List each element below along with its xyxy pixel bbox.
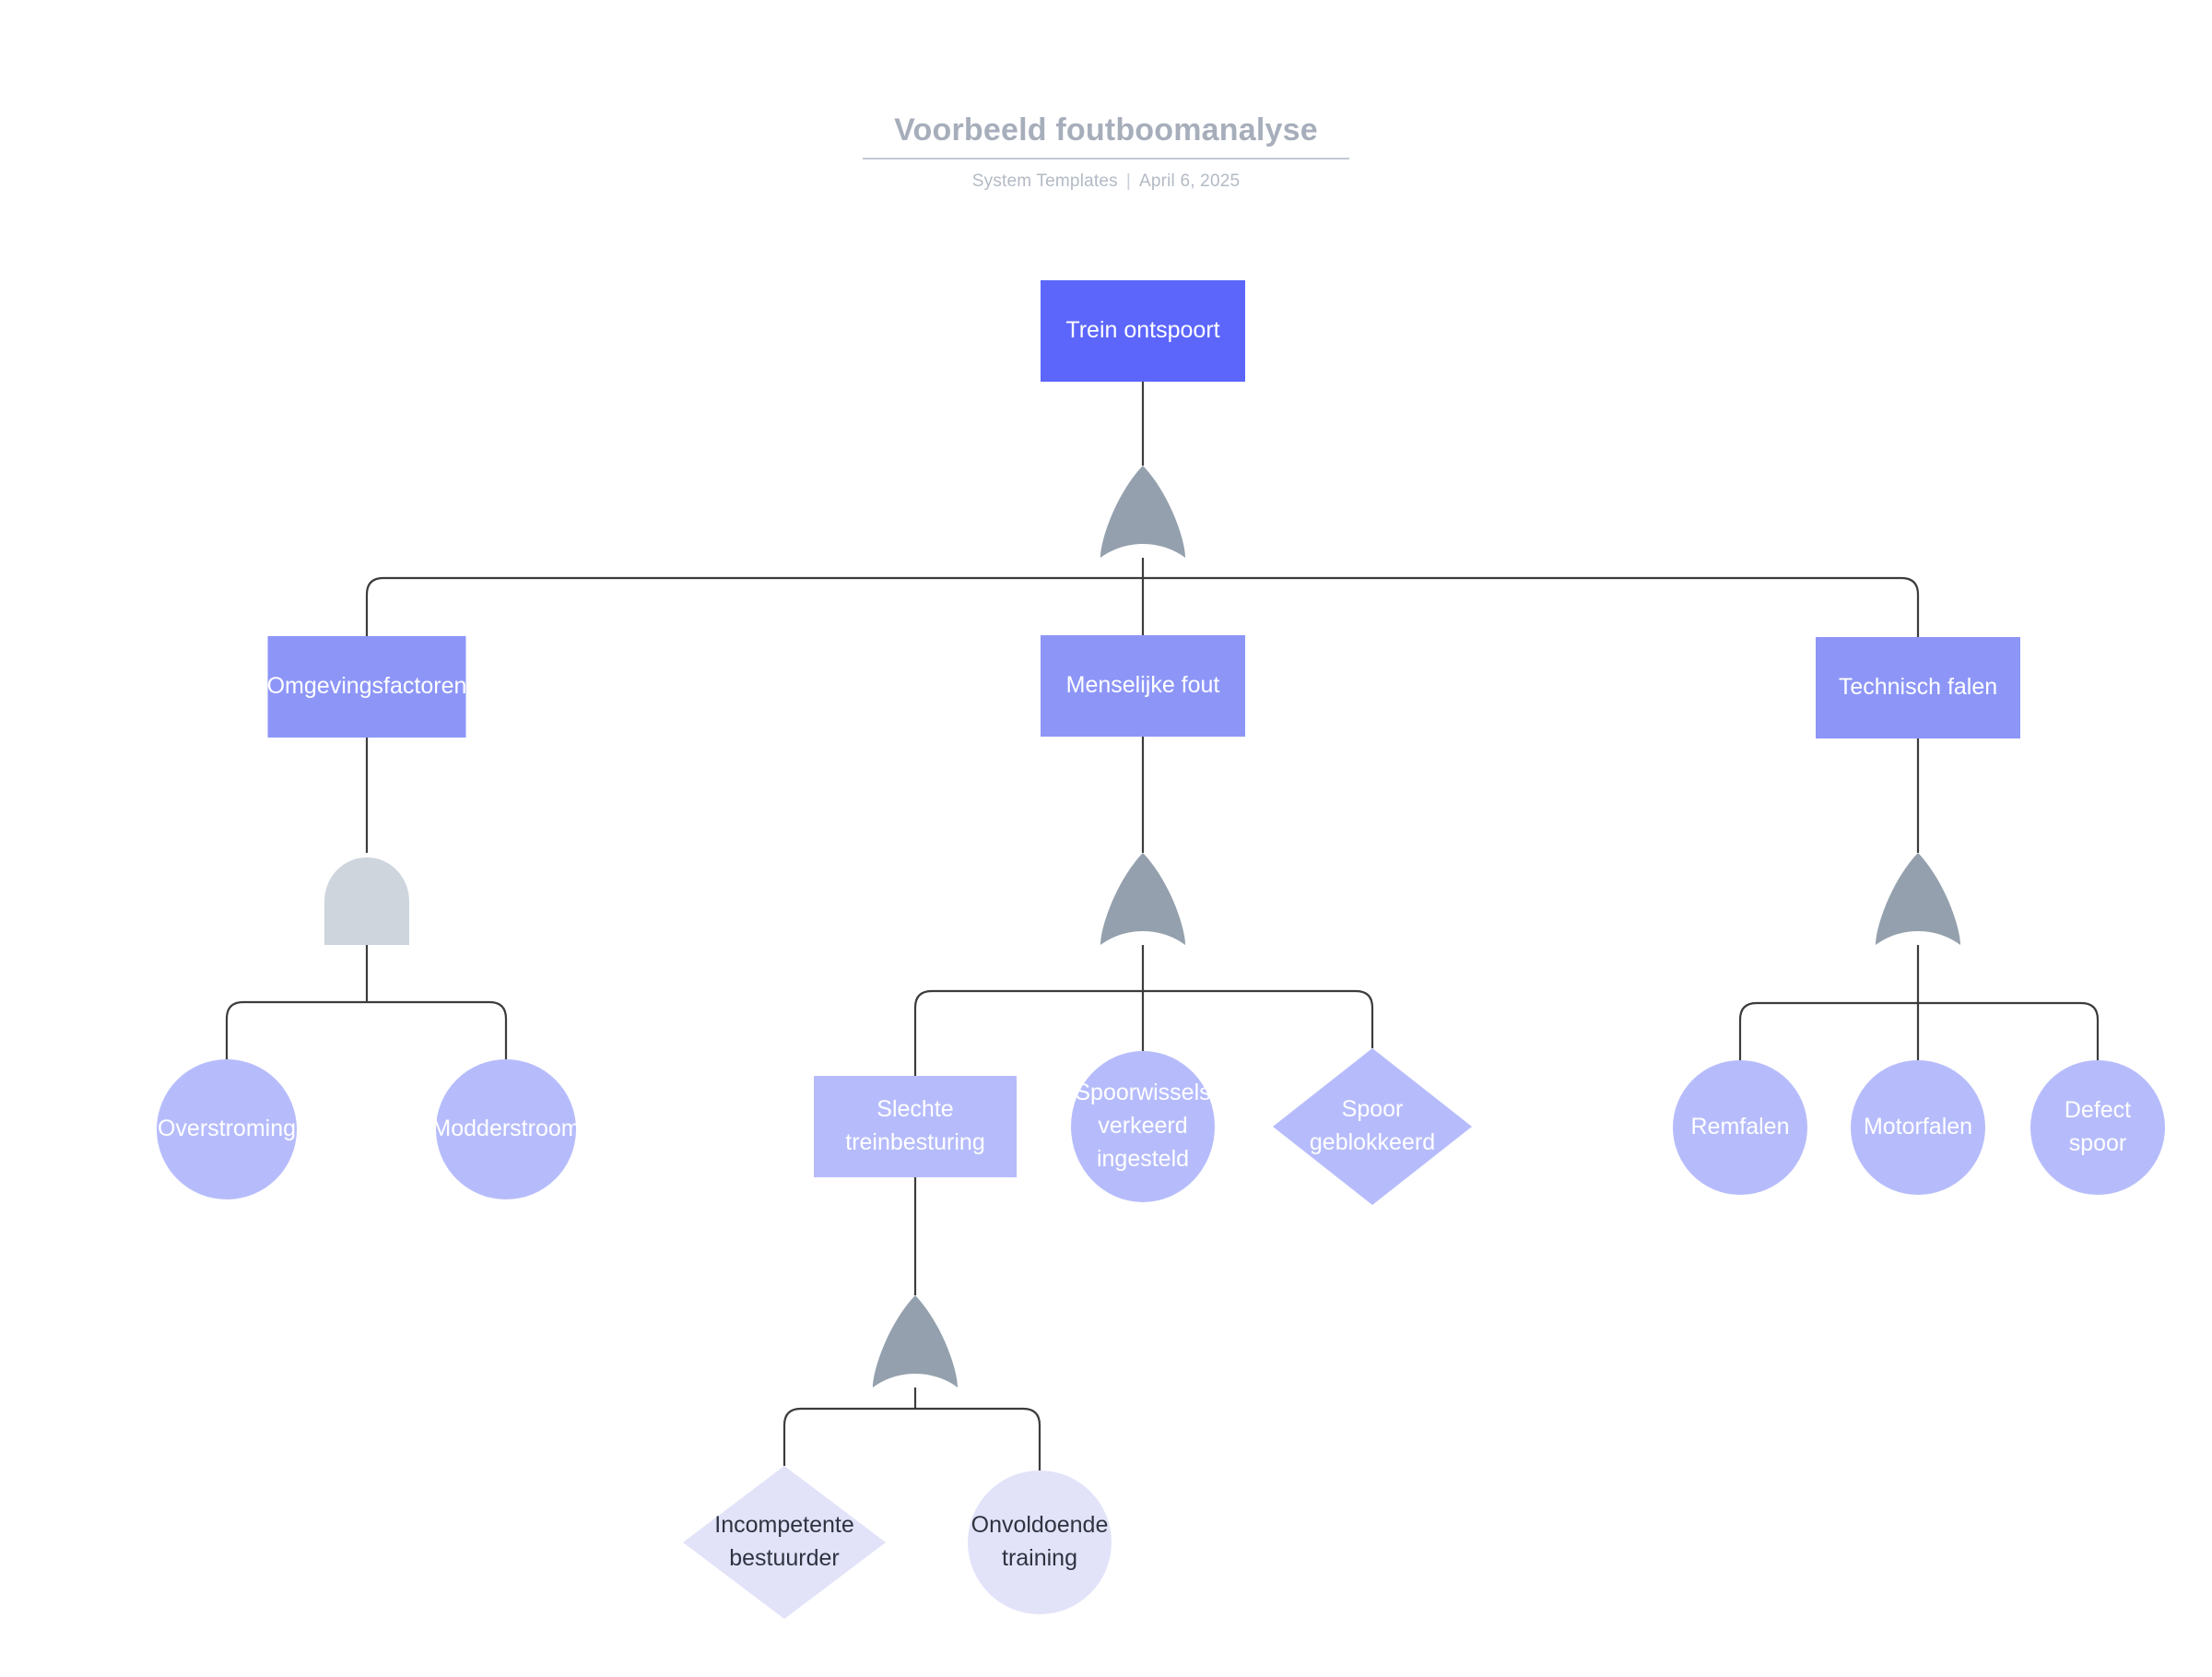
edge-gate-bad-to-training xyxy=(915,1407,1041,1470)
node-label: Omgevingsfactoren xyxy=(267,673,467,699)
node-motorfalen[interactable]: Motorfalen xyxy=(1851,1060,1985,1195)
edge-gate-tech-to-brake xyxy=(1738,1001,1918,1060)
and-gate-env[interactable] xyxy=(324,857,409,945)
node-shape-ellipse xyxy=(1071,1051,1215,1202)
node-overstroming[interactable]: Overstroming xyxy=(157,1059,297,1199)
node-label: Motorfalen xyxy=(1864,1114,1972,1140)
node-shape-circle xyxy=(436,1059,576,1199)
or-gate-tech[interactable] xyxy=(1876,853,1960,945)
node-label: Menselijke fout xyxy=(1066,672,1220,698)
node-label: Overstroming xyxy=(158,1116,296,1141)
node-shape-rect xyxy=(267,636,466,738)
node-label: Modderstroom xyxy=(431,1116,580,1141)
edge-gate-env-to-mudslide xyxy=(367,1000,508,1059)
node-technisch-falen[interactable]: Technisch falen xyxy=(1816,637,2020,738)
node-shape-circle xyxy=(1851,1060,1985,1195)
node-shape-rect xyxy=(1041,635,1245,737)
edges-layer xyxy=(225,382,2100,1470)
node-shape-diamond xyxy=(683,1466,886,1619)
node-shape-rect xyxy=(814,1076,1017,1177)
edge-gate-root-to-tech xyxy=(1143,576,1920,637)
edge-gate-human-to-badcontrol xyxy=(913,989,1143,1076)
node-label: Trein ontspoort xyxy=(1065,317,1219,343)
or-gate-human[interactable] xyxy=(1100,853,1185,945)
node-trein-ontspoort[interactable]: Trein ontspoort xyxy=(1041,280,1245,382)
edge-gate-env-to-flood xyxy=(225,1000,367,1059)
or-gate-root[interactable] xyxy=(1100,466,1185,558)
gates-layer xyxy=(324,466,1960,1388)
node-shape-rect xyxy=(1816,637,2020,738)
node-label: Remfalen xyxy=(1691,1114,1790,1140)
node-remfalen[interactable]: Remfalen xyxy=(1673,1060,1807,1195)
node-menselijke-fout[interactable]: Menselijke fout xyxy=(1041,635,1245,737)
node-label: Technisch falen xyxy=(1839,674,1997,700)
node-shape-rect xyxy=(1041,280,1245,382)
edge-gate-tech-to-track xyxy=(1918,1001,2100,1060)
edge-gate-human-to-blocked xyxy=(1143,989,1374,1048)
edge-gate-bad-to-incompetent xyxy=(782,1407,915,1466)
node-modderstroom[interactable]: Modderstroom xyxy=(431,1059,581,1199)
node-shape-circle xyxy=(2030,1060,2165,1195)
node-shape-circle xyxy=(157,1059,297,1199)
or-gate-badcontrol[interactable] xyxy=(873,1295,958,1388)
node-omgevingsfactoren[interactable]: Omgevingsfactoren xyxy=(267,636,467,738)
node-shape-circle xyxy=(968,1470,1112,1614)
node-shape-circle xyxy=(1673,1060,1807,1195)
node-shape-diamond xyxy=(1273,1048,1472,1205)
edge-gate-root-to-env xyxy=(365,576,1143,636)
